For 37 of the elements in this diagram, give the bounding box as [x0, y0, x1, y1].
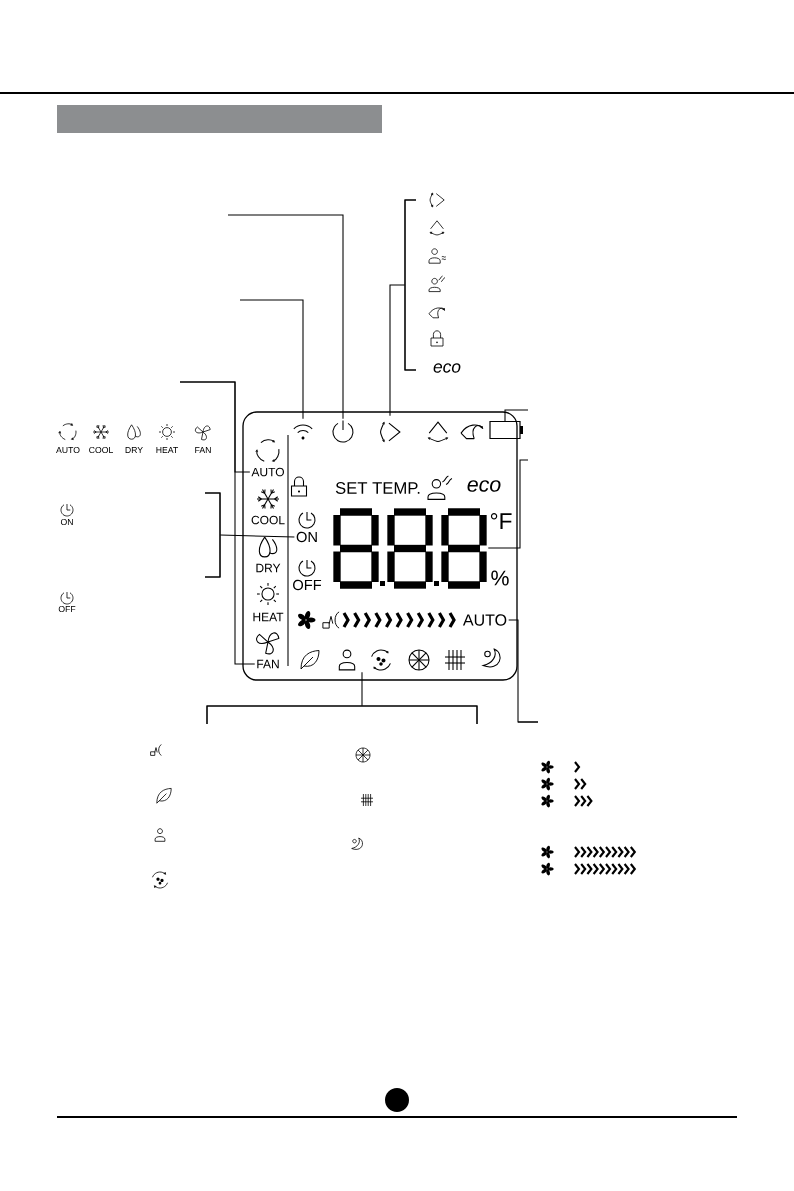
leader-line: [508, 619, 539, 723]
mode-label: HEAT: [156, 447, 178, 453]
power-icon: [332, 419, 354, 443]
mode-indicator: FAN: [255, 632, 280, 669]
timer-label: OFF: [58, 605, 76, 613]
fan-speed-indicator: AUTO: [462, 614, 507, 626]
mode-indicator: HEAT: [253, 582, 284, 622]
display-label: SET TEMP.: [335, 482, 420, 494]
mode-label: COOL: [89, 446, 113, 454]
leader-line: [219, 534, 295, 538]
unit-label: °F: [490, 513, 512, 529]
timer-indicator: ON: [296, 511, 317, 543]
leader-line: [361, 671, 363, 707]
leader-line: [179, 381, 256, 665]
leader-line: [389, 284, 406, 417]
mode-label: FAN: [195, 447, 211, 453]
mode-indicator: COOL: [251, 488, 285, 525]
node-label: AUTO: [251, 467, 284, 477]
timer-label: ON: [60, 518, 73, 526]
node-label: HEAT: [253, 612, 284, 622]
timer-indicator: OFF: [293, 559, 322, 591]
eco-label: eco: [467, 480, 501, 492]
mode-label: DRY: [125, 447, 143, 453]
leader-line: [239, 299, 304, 420]
leader-line: [227, 214, 344, 420]
person-icon: [338, 649, 356, 671]
mode-indicator: DRY: [256, 536, 281, 573]
leader-line: [504, 409, 529, 422]
swing-icon: [380, 421, 401, 443]
eco-label: eco: [433, 363, 461, 373]
seven-segment-display: [333, 508, 487, 589]
mode-label: AUTO: [56, 446, 80, 454]
leader-line: [487, 459, 529, 549]
wifi-icon: [293, 424, 313, 440]
lcd-display-panel: [242, 411, 518, 681]
mode-indicator: AUTO: [251, 439, 284, 477]
battery-icon: [489, 420, 523, 440]
